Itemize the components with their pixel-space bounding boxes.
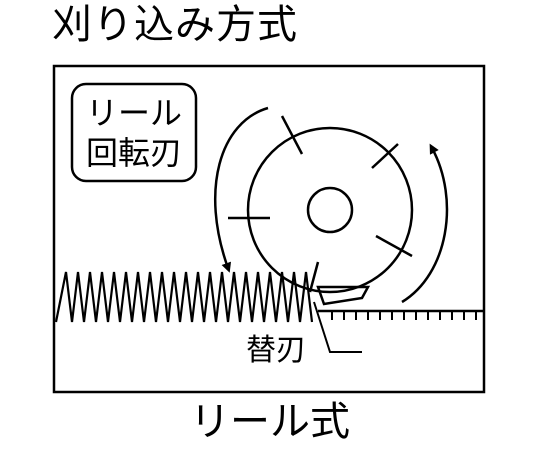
reel-blade [371, 143, 399, 169]
reel-hub [306, 186, 354, 234]
grass [54, 271, 314, 323]
diagram-caption: リール式 [190, 399, 350, 445]
reel-outer-circle [246, 126, 414, 294]
diagram-frame [52, 64, 486, 394]
bed-knife-holder [316, 285, 371, 306]
rotation-arrow-right [401, 143, 449, 304]
reel-blades [228, 115, 413, 293]
reel-label-line1: リール [86, 94, 182, 132]
reel-blade [308, 261, 320, 293]
reel-blade [375, 234, 413, 258]
grass-blades [54, 271, 314, 323]
reel-label-line2: 回転刃 [86, 134, 182, 172]
bed-knife-leader [313, 301, 362, 353]
diagram-title: 刈り込み方式 [52, 2, 298, 48]
ground-ticks [331, 311, 477, 320]
bed-knife-label: 替刃 [246, 333, 306, 368]
reel-label-box [70, 82, 198, 183]
reel-blade [280, 115, 304, 155]
rotation-arrow-left [214, 106, 269, 273]
